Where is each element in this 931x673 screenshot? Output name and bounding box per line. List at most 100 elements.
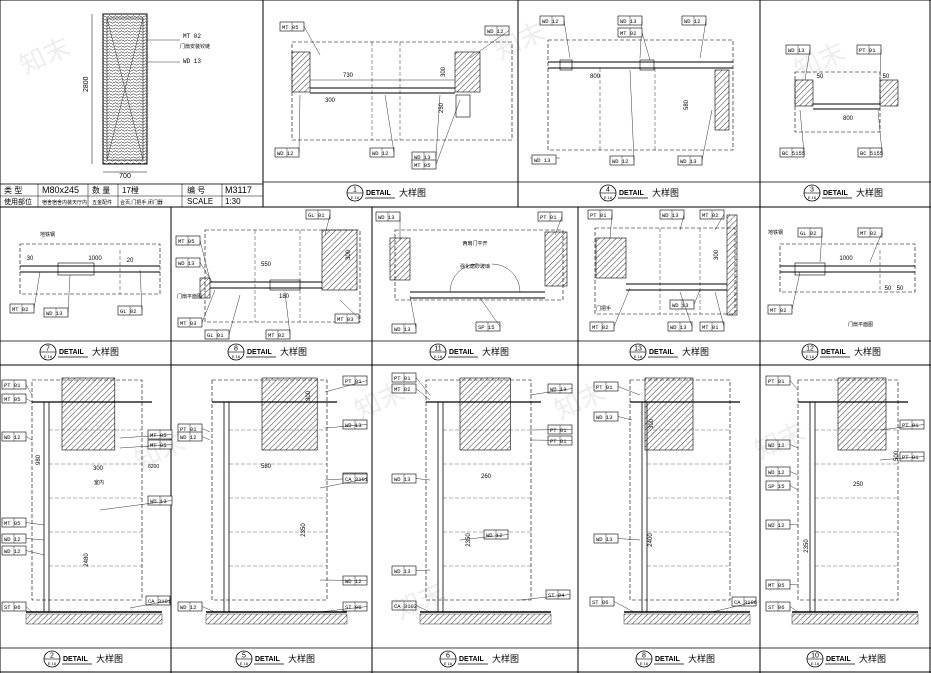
material-tag: MT 05 (1, 393, 33, 404)
detail-number: 10 (811, 653, 819, 660)
material-tag: CA 3106 (711, 596, 757, 613)
material-tag: CA 3102 (391, 600, 431, 613)
tag-text: CA 3101 (345, 476, 369, 483)
dimension-text: 2350 (804, 539, 810, 553)
watermark-text: 知末 (750, 416, 810, 465)
tag-text: ST 06 (768, 604, 785, 611)
material-tag: WD 13 (391, 295, 417, 334)
dimension-text: 50 (817, 74, 824, 80)
material-tag: WD 12 (1, 431, 33, 442)
detail-title: 大样图 (288, 653, 315, 664)
dimension-text: 50 (885, 286, 892, 292)
material-tag: WD 13 (659, 209, 685, 231)
material-tag: WD 13 (324, 419, 368, 430)
drawing-line (459, 534, 509, 541)
tag-text: GL 02 (120, 308, 137, 315)
tag-text: GL 01 (207, 332, 224, 339)
material-tag: ST 06 (319, 601, 368, 613)
drawing-note: 8200 (148, 464, 159, 470)
material-tag: WD 13 (391, 473, 431, 484)
material-tag: MT 02 (857, 227, 883, 263)
material-tag: WD 13 (617, 15, 643, 59)
tag-text: WD 13 (394, 476, 411, 483)
schedule-qty-value: 17樘 (122, 185, 139, 195)
dimension-text: 300 (714, 249, 720, 260)
drawing-line (99, 500, 173, 511)
drawing-line (415, 569, 431, 571)
drawing-line (693, 289, 701, 305)
dimension-text: 580 (261, 464, 272, 470)
tag-text: MT 02 (770, 307, 787, 314)
drawing-rect (291, 51, 311, 93)
dimension-text: 260 (481, 474, 492, 480)
drawing-rect (794, 79, 814, 107)
detail-title: 大样图 (682, 346, 709, 357)
material-tag: WD 12 (177, 431, 211, 442)
dimension-text: 800 (843, 116, 854, 122)
tag-text: MT 02 (620, 30, 637, 37)
detail-sheet-ref: E 16 (604, 195, 613, 200)
section-slab (61, 377, 116, 451)
drawing-line (617, 416, 633, 421)
detail-sheet-ref: E 16 (806, 354, 815, 359)
detail-title: 大样图 (280, 346, 307, 357)
drawing-line (701, 109, 713, 161)
tag-text: WD 12 (768, 469, 785, 476)
drawing-line (25, 522, 45, 526)
dimension-text: 300 (93, 466, 104, 472)
drawing-line (339, 299, 360, 319)
tag-text: MT 03 (337, 316, 354, 323)
material-tag: WD 12 (319, 575, 368, 586)
tag-text: WD 12 (4, 548, 21, 555)
drawing-line (319, 579, 368, 581)
dimension-text: 2400 (648, 533, 654, 547)
dimension-text: 250 (853, 482, 864, 488)
detail-number: 7 (46, 346, 50, 353)
tag-text: GL 01 (308, 212, 325, 219)
tag-text: ST 06 (592, 599, 609, 606)
drawing-note: 强化磨砂玻璃 (460, 263, 490, 270)
material-tag: WD 13 (785, 44, 811, 81)
dimension-text: 300 (649, 418, 655, 429)
material-tag: WD 13 (391, 565, 431, 576)
drawing-line (529, 388, 573, 396)
drawing-line (384, 94, 395, 153)
drawing-line (415, 377, 431, 396)
drawing-line (879, 49, 882, 79)
drawing-line (617, 386, 641, 396)
tag-text: PT 01 (550, 427, 567, 434)
detail-title: 大样图 (482, 346, 509, 357)
drawing-line (479, 297, 501, 327)
drawing-line (201, 289, 216, 323)
dimension-text: 50 (897, 286, 904, 292)
panel-1-dashed-zone (291, 41, 513, 141)
dimension-text: 1000 (88, 256, 102, 262)
drawing-line (25, 398, 33, 403)
drawing-line (613, 287, 631, 327)
drawing-line (789, 524, 799, 526)
drawing-line (201, 606, 216, 613)
tag-text: WD 13 (788, 47, 805, 54)
tag-text: PT 01 (902, 422, 919, 429)
material-tag: SP 15 (475, 297, 501, 332)
tag-text: MT 01 (702, 324, 719, 331)
drawing-line (25, 606, 33, 613)
drawing-rect (639, 59, 655, 71)
detail-label: DETAIL (247, 349, 272, 356)
drawing-line (879, 456, 925, 461)
drawing-note: 两扇门平开 (462, 240, 487, 247)
tag-text: MT 02 (394, 386, 411, 393)
tag-text: PT 01 (4, 382, 21, 389)
detail-title: 大样图 (652, 187, 679, 198)
drawing-rect (595, 237, 627, 279)
detail-title: 大样图 (96, 653, 123, 664)
section-slab (837, 377, 887, 451)
dimension-text: 300 (346, 249, 352, 260)
drawing-line (529, 439, 573, 441)
tag-text: WD 12 (768, 442, 785, 449)
detail-number: 11 (434, 346, 441, 353)
